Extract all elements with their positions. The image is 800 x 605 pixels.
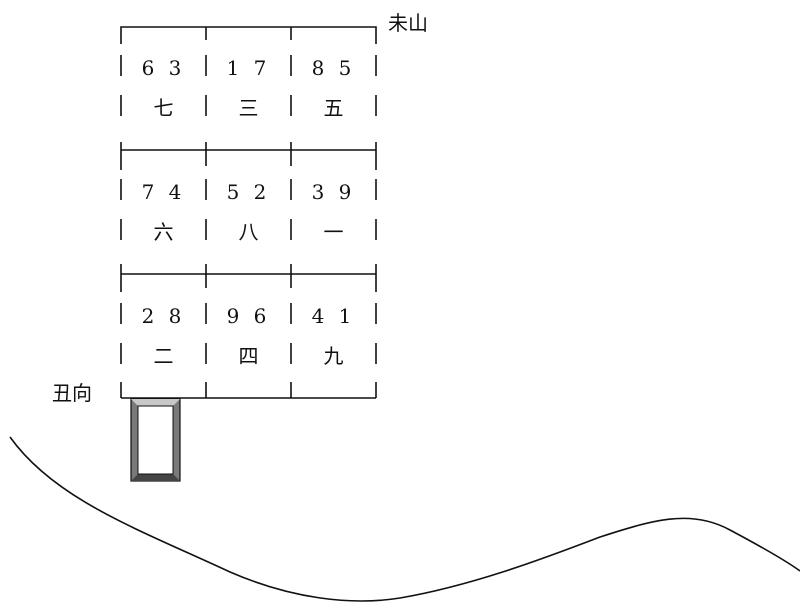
mountain-label: 未山: [388, 11, 428, 35]
palace-numbers: 6 3: [141, 56, 186, 80]
palace-numbers: 1 7: [226, 56, 271, 80]
palace-center: 5 2 八: [206, 151, 291, 275]
palace-top-left: 6 3 七: [121, 27, 206, 151]
palace-star: 三: [238, 96, 259, 120]
palace-bottom-right: 4 1 九: [291, 275, 376, 399]
terrain-curve: [9, 436, 800, 602]
palace-numbers: 2 8: [141, 304, 186, 328]
palace-star: 七: [153, 96, 174, 120]
palace-star: 五: [323, 96, 344, 120]
nine-palace-grid: 6 3 七 1 7 三 8 5 五 7 4 六 5 2 八 3 9 一 2 8 …: [121, 27, 376, 399]
palace-numbers: 8 5: [311, 56, 356, 80]
palace-bottom-center: 9 6 四: [206, 275, 291, 399]
palace-middle-right: 3 9 一: [291, 151, 376, 275]
palace-star: 二: [153, 344, 174, 368]
palace-star: 四: [238, 344, 259, 368]
palace-numbers: 3 9: [311, 180, 356, 204]
palace-star: 六: [153, 220, 174, 244]
palace-numbers: 4 1: [311, 304, 356, 328]
palace-numbers: 7 4: [141, 180, 186, 204]
facing-label: 丑向: [52, 381, 92, 405]
palace-star: 九: [323, 344, 344, 368]
palace-numbers: 5 2: [226, 180, 271, 204]
palace-bottom-left: 2 8 二: [121, 275, 206, 399]
palace-star: 一: [323, 220, 344, 244]
palace-numbers: 9 6: [226, 304, 271, 328]
cell-dividers: [120, 55, 377, 364]
palace-top-center: 1 7 三: [206, 27, 291, 151]
palace-middle-left: 7 4 六: [121, 151, 206, 275]
door-icon: [130, 398, 181, 482]
palace-top-right: 8 5 五: [291, 27, 376, 151]
grid-frame: [120, 26, 377, 399]
grid-top-border: [120, 26, 377, 44]
palace-star: 八: [238, 220, 259, 244]
